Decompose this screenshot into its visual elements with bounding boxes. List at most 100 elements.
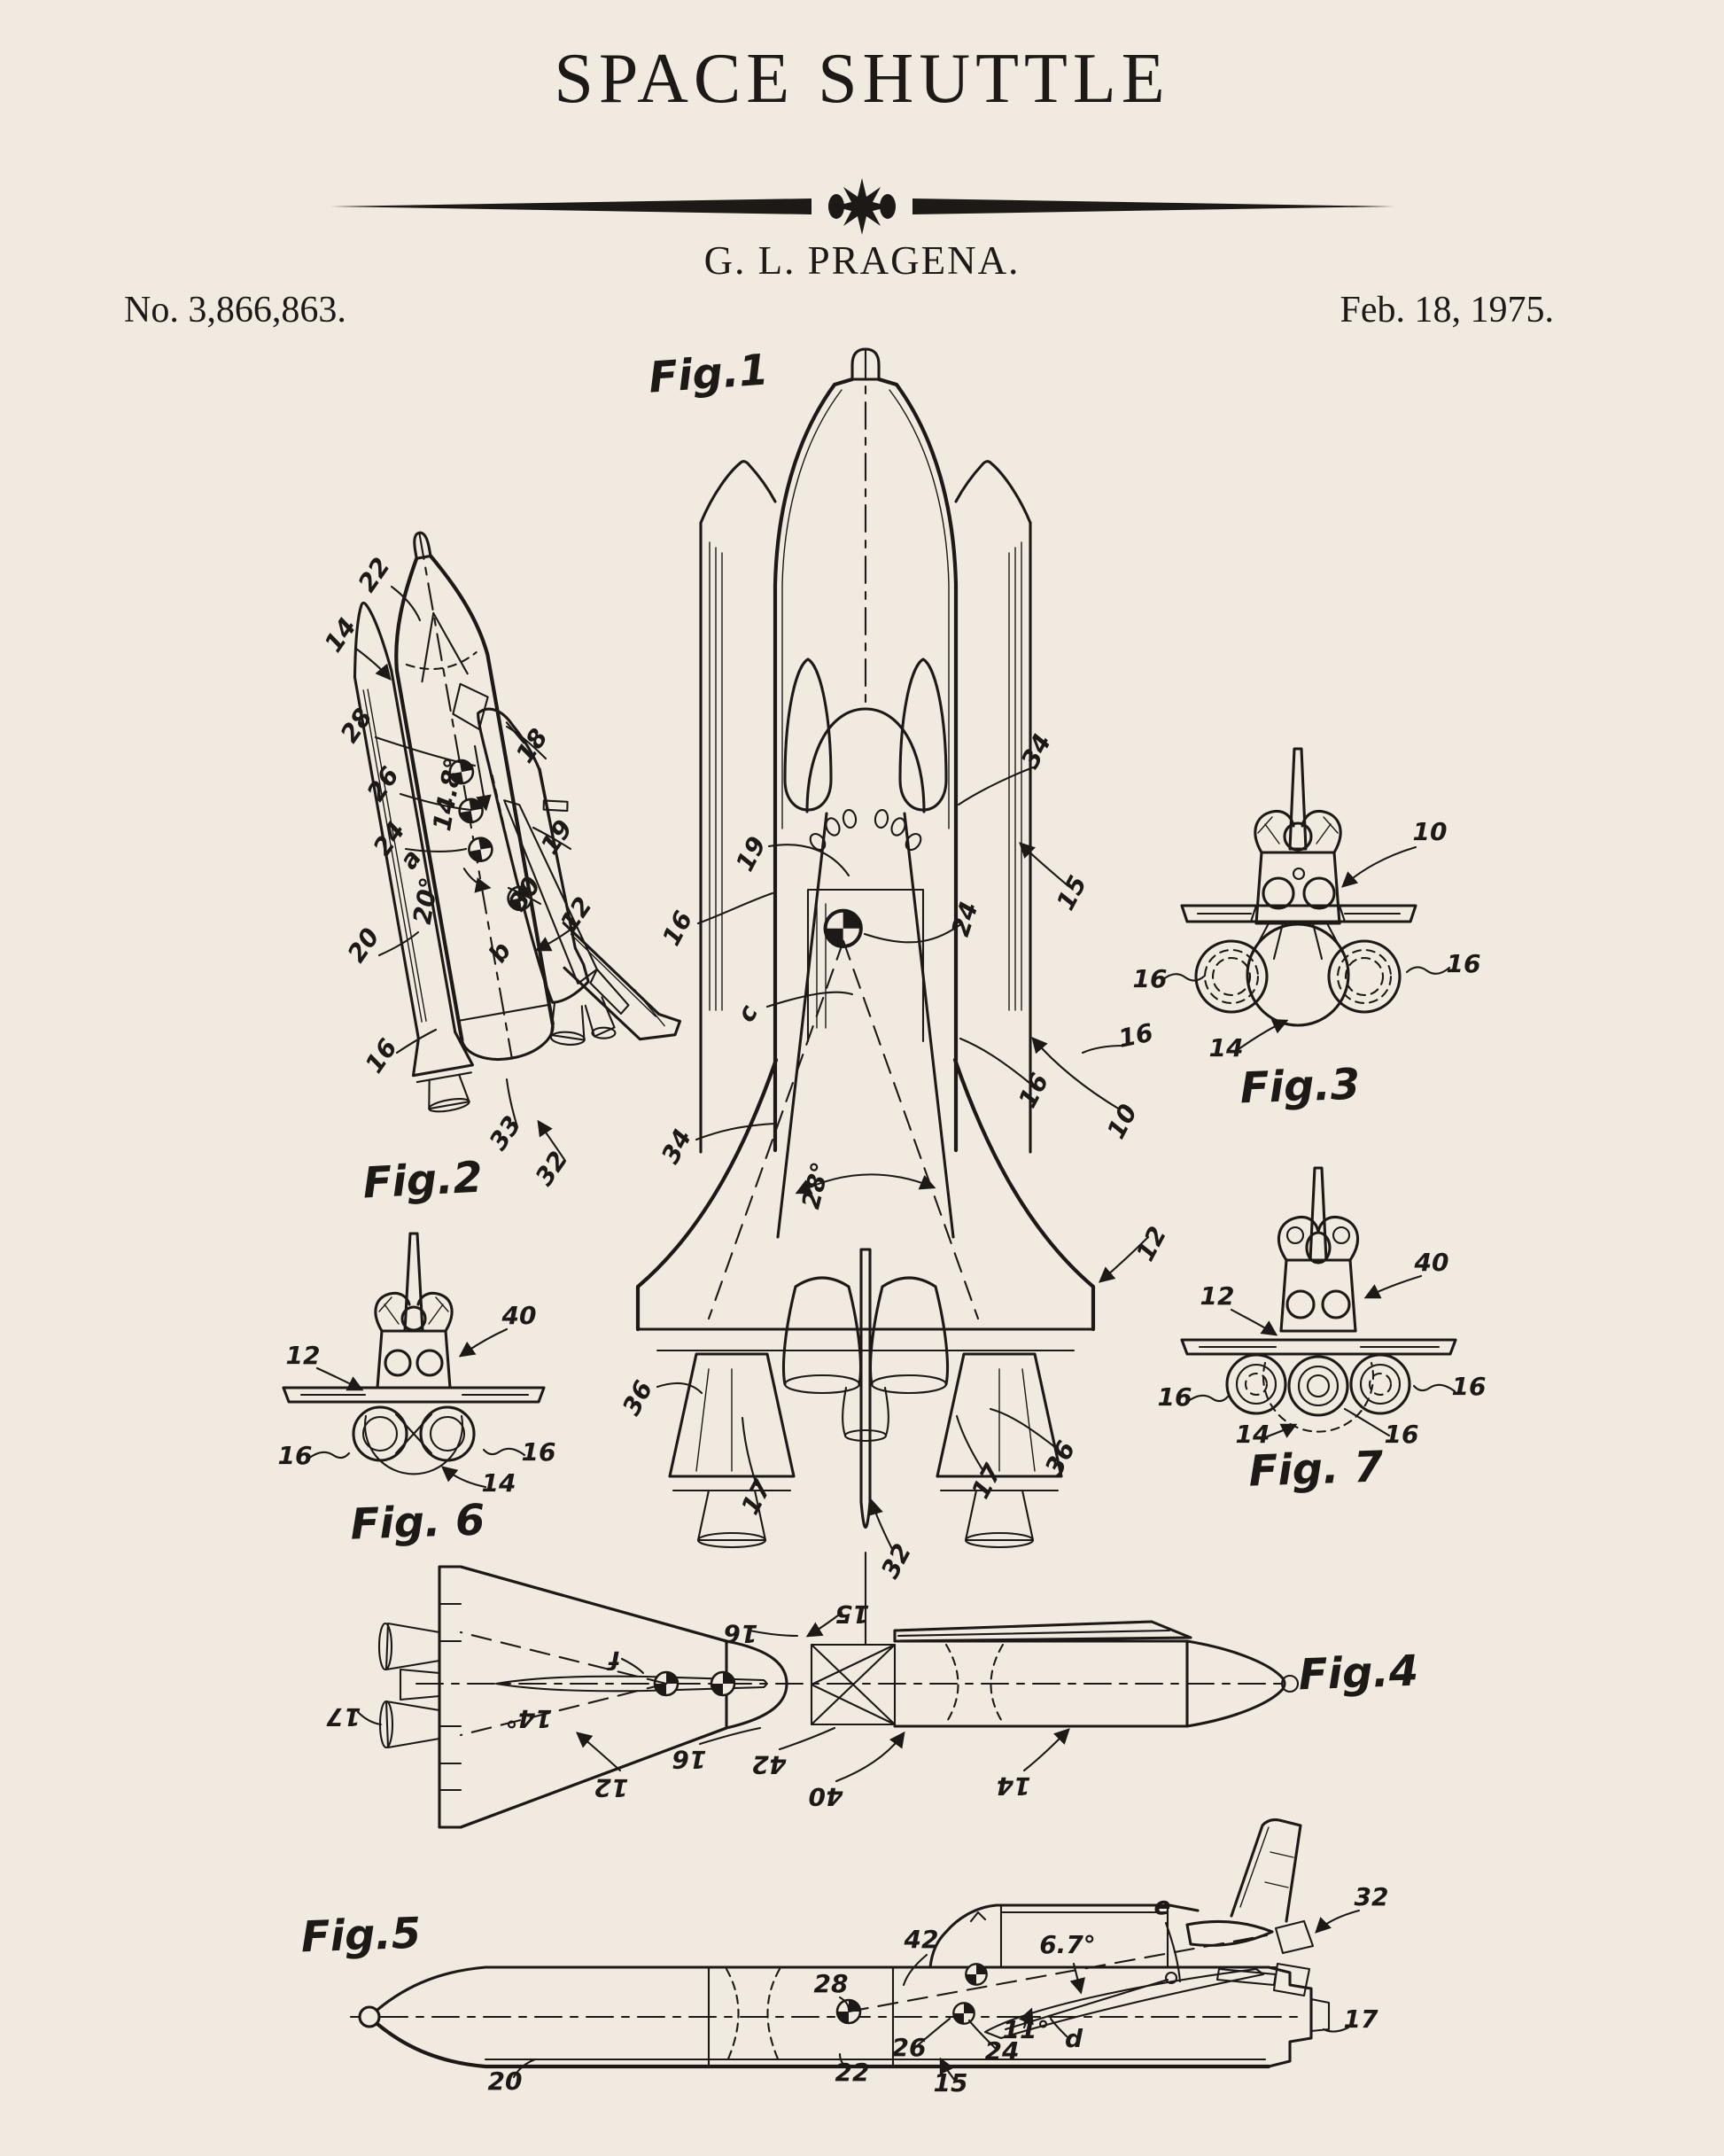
fig1-callout-12: 36: [617, 1376, 658, 1420]
fig5-callout-2: 28: [814, 1969, 849, 1998]
fig4-drawing: [356, 1565, 1300, 1829]
fig6-callout-0: 40: [501, 1301, 537, 1330]
fig2-callout-9: 30: [503, 871, 547, 916]
fig2-callout-10: 12: [555, 891, 598, 937]
fig7-callout-3: 16: [1452, 1372, 1487, 1401]
fig1-callout-10: 12: [1130, 1222, 1172, 1266]
fig2-callout-16: 32: [530, 1146, 573, 1191]
inventor-name: G. L. PRAGENA.: [703, 238, 1021, 283]
fig1-callout-16: 32: [875, 1539, 917, 1584]
fig5-callout-5: 24: [985, 2036, 1020, 2066]
fig4-labels: Fig.4 17 14° f 16 15 16 42 12 40 14: [326, 1599, 1419, 1811]
fig4-callout-1: 14°: [506, 1704, 553, 1733]
fig7-leaders: [1185, 1274, 1456, 1439]
fig5-callout-8: 6.7°: [1039, 1930, 1096, 1959]
fig1-leaders: [656, 766, 1150, 1553]
fig1-callout-3: 34: [656, 1125, 697, 1169]
booster-right: [936, 460, 1063, 1549]
fig3-callout-2: 16: [1447, 949, 1481, 978]
fig4-callout-7: 12: [594, 1773, 629, 1802]
fig4-callout-3: 16: [724, 1619, 758, 1648]
fig5-leaders: [512, 1909, 1361, 2082]
fig7-callout-5: 14: [1236, 1420, 1270, 1449]
fig6-callout-4: 14: [482, 1468, 516, 1498]
fig2-callout-6: 14.8°: [427, 756, 469, 834]
fig1-callout-15: 17: [966, 1459, 1008, 1503]
fig7-callout-4: 16: [1385, 1420, 1419, 1449]
fig6-label: Fig. 6: [350, 1495, 486, 1549]
fig2-label: Fig.2: [361, 1153, 484, 1209]
fig1-callout-13: 36: [1039, 1436, 1081, 1481]
fig1-callout-14: 17: [735, 1475, 778, 1519]
fig6-drawing: [282, 1232, 546, 1489]
fig7-labels: Fig. 7 40 12 16 16 16 14: [1158, 1248, 1487, 1497]
fig4-callout-8: 40: [809, 1782, 844, 1811]
orbiter-front: [635, 658, 1096, 1646]
fig5-callout-11: 32: [1355, 1882, 1389, 1911]
orbiter-side: [928, 1818, 1315, 2040]
fig3-label: Fig.3: [1239, 1060, 1361, 1114]
fig5-callout-1: 22: [835, 2058, 870, 2087]
patent-date: Feb. 18, 1975.: [1340, 290, 1555, 331]
fig5-callout-3: 26: [892, 2033, 927, 2062]
fig4-callout-6: 42: [752, 1750, 788, 1779]
page-title: SPACE SHUTTLE: [554, 40, 1170, 118]
fig6-leaders: [307, 1327, 526, 1489]
stack-side-view: [353, 531, 682, 1113]
fig7-callout-2: 16: [1158, 1382, 1192, 1412]
fig2-callout-14: 16: [360, 1033, 403, 1078]
fig5-callout-9: e: [1154, 1891, 1171, 1920]
fig1-callout-0: 16: [656, 907, 698, 951]
patent-number: No. 3,866,863.: [124, 290, 346, 331]
fig3-drawing: [1161, 747, 1451, 1051]
fig3-callout-3: 14: [1209, 1033, 1244, 1062]
fig4-callout-2: f: [606, 1646, 620, 1675]
fig2-callout-13: b: [483, 937, 517, 968]
fig3-callout-1: 16: [1133, 964, 1168, 993]
fig2-drawing: [353, 531, 682, 1113]
external-tank: [773, 347, 959, 1153]
fig5-callout-10: 42: [904, 1925, 939, 1954]
fig1-callout-2: c: [731, 1000, 764, 1027]
fig1-callout-11: 28°: [796, 1159, 835, 1211]
fig5-callout-0: 20: [488, 2066, 523, 2096]
fig2-callout-12: 20: [342, 922, 385, 968]
divider-ornament: [330, 178, 1394, 235]
fig4-callout-4: 15: [835, 1599, 870, 1629]
fig7-callout-0: 40: [1414, 1248, 1449, 1277]
fig1-callout-8: 16: [1116, 1018, 1156, 1054]
fig6-callout-1: 12: [286, 1341, 321, 1370]
fig7-label: Fig. 7: [1248, 1442, 1385, 1496]
fig5-callout-12: 17: [1344, 2004, 1378, 2034]
fig2-leaders: [354, 585, 576, 1163]
fig4-label: Fig.4: [1298, 1646, 1419, 1701]
star-icon: [834, 178, 890, 235]
fig2-callout-0: 22: [353, 552, 396, 597]
fig6-callout-2: 16: [278, 1441, 313, 1470]
fig6-callout-3: 16: [522, 1437, 556, 1467]
fig4-leaders: [356, 1611, 1070, 1783]
fig4-callout-9: 14: [997, 1771, 1031, 1801]
fig7-callout-1: 12: [1200, 1281, 1235, 1311]
fig3-callout-0: 10: [1413, 817, 1448, 846]
booster-left: [668, 460, 796, 1549]
fig1-callout-5: 24: [945, 898, 983, 939]
fig1-callout-9: 10: [1101, 1100, 1143, 1144]
fig5-callout-4: 15: [934, 2068, 968, 2098]
fig5-callout-7: 11°: [1003, 2015, 1050, 2044]
fig5-drawing: [349, 1818, 1361, 2082]
fig7-drawing: [1180, 1166, 1457, 1439]
fig1-label: Fig.1: [647, 345, 770, 402]
fig3-labels: Fig.3 10 16 16 14: [1133, 817, 1481, 1113]
fig3-leaders: [1161, 845, 1451, 1051]
fig4-callout-5: 16: [672, 1745, 707, 1774]
fig5-callout-6: d: [1065, 2024, 1083, 2053]
fig5-label: Fig.5: [300, 1909, 422, 1963]
fig2-callout-15: 33: [484, 1110, 527, 1156]
fig4-callout-0: 17: [326, 1702, 361, 1732]
